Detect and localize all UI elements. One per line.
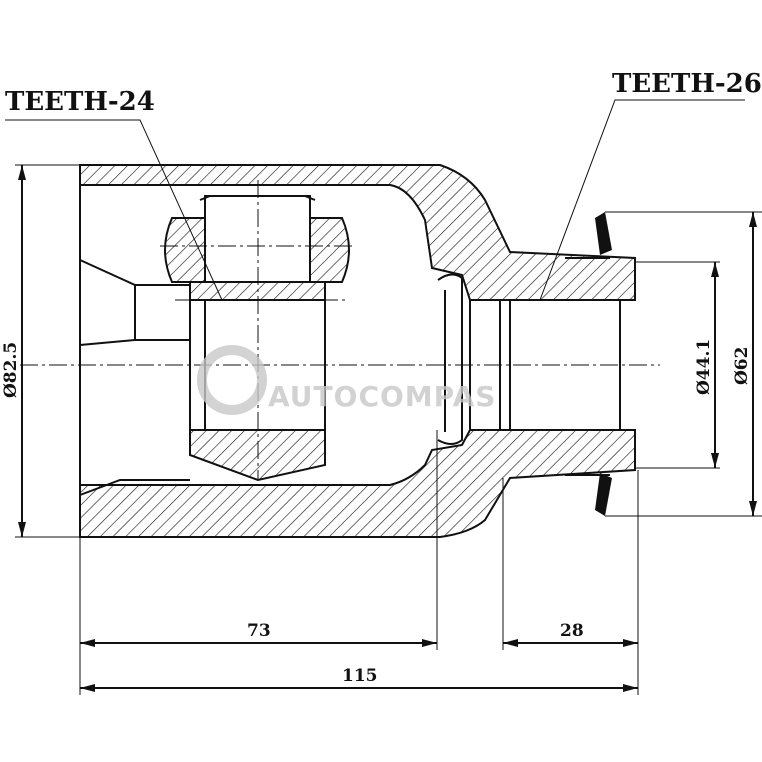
leaders [5,99,745,301]
arrow [18,522,26,537]
dim-outer-text: Ø82.5 [1,342,21,398]
dim-shaft-text: Ø44.1 [694,339,714,395]
arrow [749,501,757,516]
dimension-lines [15,164,762,695]
arrow [422,639,437,647]
clamp-clips [565,212,612,516]
arrow [623,684,638,692]
arrow [18,165,26,180]
shaft-taper-upper [79,259,136,346]
roller-upper-right [309,217,350,283]
watermark-text: AUTOCOMPAS [268,380,496,413]
teeth-right-leader [539,99,745,301]
shaft-lower-line [79,479,190,496]
clip-upper [595,212,612,255]
dim-115-text: 115 [342,666,378,686]
housing-lower-wall [79,429,636,538]
dim-73-text: 73 [247,621,271,641]
arrow [711,453,719,468]
watermark: AUTOCOMPAS [197,345,496,415]
arrow [749,212,757,227]
clip-lower [595,473,612,516]
teeth-left-label: TEETH-24 [5,87,155,117]
arrow [503,639,518,647]
center-lines [20,180,660,480]
housing [79,164,636,538]
seal-ring [437,273,463,445]
housing-upper-wall [79,164,636,301]
teeth-right-label: TEETH-26 [612,69,762,99]
dim-flange-text: Ø62 [732,347,752,385]
arrow [80,684,95,692]
arrow [711,262,719,277]
tripod-assembly [79,195,463,496]
arrow [623,639,638,647]
arrow [80,639,95,647]
watermark-gear-icon [197,345,267,415]
teeth-left-leader [5,119,223,301]
dim-28-text: 28 [560,621,584,641]
